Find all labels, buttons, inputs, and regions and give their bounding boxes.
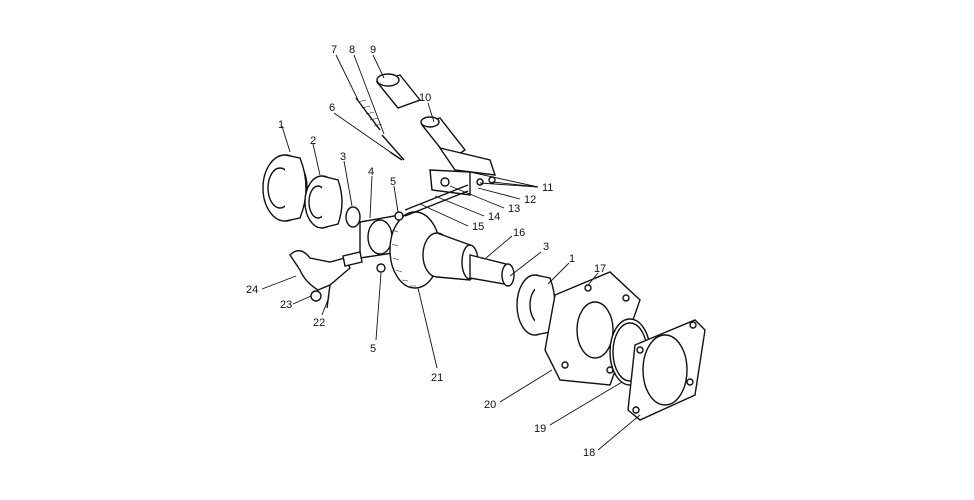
ball-lower: [376, 263, 386, 273]
callout-11: 11: [542, 182, 553, 194]
lever-assembly: [375, 73, 497, 217]
callout-6: 6: [329, 102, 335, 114]
bearing-cup: [304, 175, 343, 229]
callout-5: 5: [390, 176, 396, 188]
callout-23: 23: [280, 299, 292, 311]
callout-14: 14: [488, 211, 500, 223]
parts-layer: [262, 73, 706, 421]
washer-right: [501, 263, 515, 287]
callout-22: 22: [313, 317, 325, 329]
callout-3: 3: [340, 151, 346, 163]
callout-13: 13: [508, 203, 520, 215]
callout-21: 21: [431, 372, 443, 384]
callout-19: 19: [534, 423, 546, 435]
ball-upper: [394, 211, 404, 221]
washer-left: [345, 206, 361, 228]
callout-1-right: 1: [569, 253, 575, 265]
callout-24: 24: [246, 284, 258, 296]
callout-10: 10: [419, 92, 431, 104]
leader-lines: [261, 54, 641, 451]
callout-16: 16: [513, 227, 525, 239]
callout-12: 12: [524, 194, 536, 206]
gasket: [627, 319, 706, 421]
callout-15: 15: [472, 221, 484, 233]
bolt: [310, 290, 322, 302]
shift-fork: [289, 250, 363, 291]
callout-7: 7: [331, 44, 337, 56]
callout-8: 8: [349, 44, 355, 56]
callout-1: 1: [278, 119, 284, 131]
callout-2: 2: [310, 135, 316, 147]
bearing-right: [516, 274, 556, 336]
gear-shaft: [359, 211, 479, 289]
bearing-left: [262, 154, 308, 222]
spring: [355, 97, 381, 131]
cotter-pin: [326, 284, 331, 309]
callout-4: 4: [368, 166, 374, 178]
callout-18: 18: [583, 447, 595, 459]
callout-5-lower: 5: [370, 343, 376, 355]
callout-17: 17: [594, 263, 606, 275]
callout-9: 9: [370, 44, 376, 56]
callout-20: 20: [484, 399, 496, 411]
callout-3-right: 3: [543, 241, 549, 253]
callout-labels: 1 2 3 4 5 6 7 8 9 10 11 12 13 14 15 16 3…: [246, 44, 606, 459]
rod: [381, 134, 405, 161]
